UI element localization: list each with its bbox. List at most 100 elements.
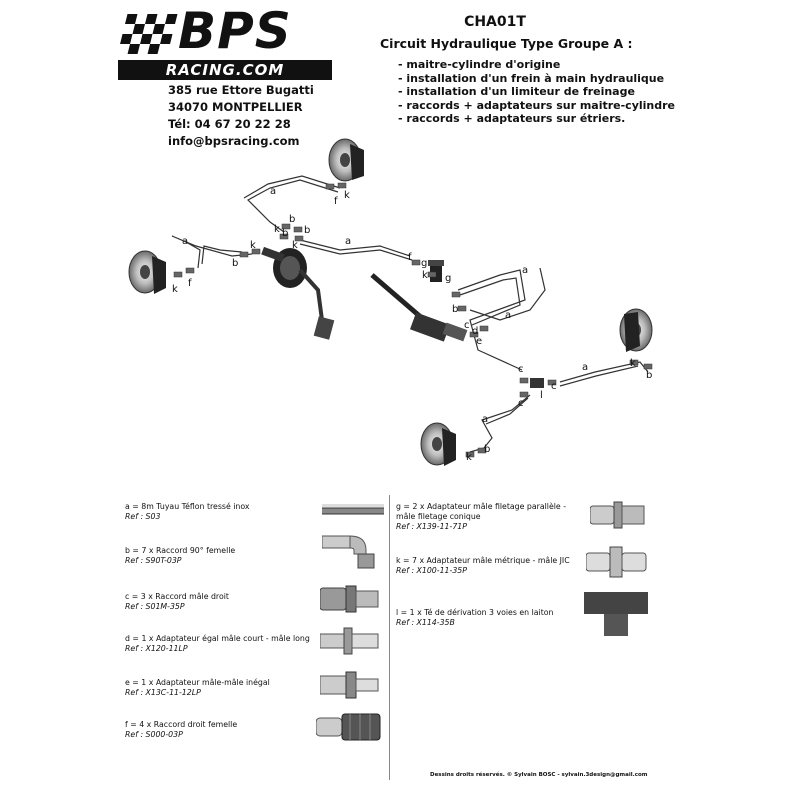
address-phone: Tél: 04 67 20 22 28 (168, 117, 291, 131)
legend-ref: Ref : S03 (125, 512, 161, 521)
brake-line (299, 239, 411, 257)
legend-item-d: d = 1 x Adaptateur égal mâle court - mâl… (125, 634, 310, 654)
tee-fitting (530, 378, 544, 388)
legend-ref: Ref : X120-11LP (125, 644, 188, 653)
brass-tee-part (584, 592, 648, 636)
legend-desc: f = 4 x Raccord droit femelle (125, 720, 238, 729)
diagram-label: k (422, 270, 428, 281)
feature-item: - raccords + adaptateurs sur étriers. (398, 112, 626, 125)
address-city: 34070 MONTPELLIER (168, 100, 303, 114)
legend-item-a: a = 8m Tuyau Téflon tressé inox Ref : S0… (125, 502, 250, 522)
diagram-label: b (289, 214, 295, 225)
brake-line (201, 245, 243, 265)
diagram-label: b (304, 225, 310, 236)
feature-item: - installation d'un limiteur de freinage (398, 85, 635, 98)
checkered-flag-icon (120, 14, 178, 54)
brake-limiter (428, 260, 444, 282)
brake-disc-front-left (128, 250, 166, 294)
legend-item-b: b = 7 x Raccord 90° femelle Ref : S90T-0… (125, 546, 235, 566)
feature-item: - maitre-cylindre d'origine (398, 58, 561, 71)
brake-line (459, 277, 521, 326)
diagram-label: d (472, 326, 478, 337)
diagram-label: a (522, 265, 528, 276)
diagram-label: k (292, 240, 298, 251)
unequal-adapter-part (320, 671, 379, 699)
legend-ref: Ref : S000-03P (125, 730, 183, 739)
diagram-label: l (540, 390, 543, 401)
diagram-label: f (408, 252, 412, 263)
hydraulic-circuit-diagram: a k f b b k b k k a b f k a f g g k a b … (128, 138, 653, 466)
legend-item-f: f = 4 x Raccord droit femelle Ref : S000… (125, 720, 237, 740)
straight-male-part (320, 585, 379, 613)
credits-text: Dessins droits réservés. © Sylvain BOSC … (430, 772, 648, 778)
brake-line (457, 269, 526, 371)
diagram-label: e (476, 336, 482, 347)
feature-list: - maitre-cylindre d'origine - installati… (398, 58, 675, 126)
diagram-label: b (232, 258, 238, 269)
brake-disc-rear-right (619, 308, 653, 352)
legend-item-k: k = 7 x Adaptateur mâle métrique - mâle … (396, 556, 576, 576)
diagram-label: a (182, 236, 188, 247)
diagram-label: f (334, 196, 338, 207)
diagram-label: a (582, 362, 588, 373)
logo-brand-text: BPS (178, 2, 292, 60)
brake-line (171, 235, 253, 269)
diagram-label: k (172, 284, 178, 295)
legend-desc: d = 1 x Adaptateur égal mâle court - mâl… (125, 634, 310, 643)
hydraulic-handbrake (370, 273, 468, 342)
diagram-label: k (466, 452, 472, 463)
diagram-label: c (518, 398, 524, 409)
metric-jic-adapter-part (586, 546, 647, 578)
legend-divider (389, 495, 390, 780)
bps-racing-logo: BPS RACING.COM (118, 2, 332, 80)
address-street: 385 rue Ettore Bugatti (168, 83, 314, 97)
diagram-label: c (518, 364, 524, 375)
legend-desc: b = 7 x Raccord 90° femelle (125, 546, 236, 555)
legend-item-l: l = 1 x Té de dérivation 3 voies en lait… (396, 608, 576, 628)
legend-desc: g = 2 x Adaptateur mâle filetage parallè… (396, 502, 567, 521)
legend-ref: Ref : X13C-11-12LP (125, 688, 201, 697)
diagram-label: g (421, 258, 427, 269)
address-email: info@bpsracing.com (168, 134, 300, 148)
legend-desc: k = 7 x Adaptateur mâle métrique - mâle … (396, 556, 570, 565)
kit-code: CHA01T (464, 14, 526, 30)
legend-ref: Ref : S01M-35P (125, 602, 185, 611)
diagram-label: b (452, 304, 458, 315)
diagram-label: b (282, 228, 288, 239)
straight-female-part (316, 713, 381, 741)
diagram-label: k (274, 224, 280, 235)
fitting-90-part (322, 535, 375, 569)
master-cylinder-pedal (261, 246, 335, 340)
legend-ref: Ref : X100-11-35P (396, 566, 467, 575)
diagram-label: k (630, 358, 636, 369)
diagram-label: b (484, 444, 490, 455)
brake-line (243, 175, 341, 199)
brake-line (559, 365, 639, 387)
brake-line (299, 243, 413, 261)
legend-ref: Ref : S90T-03P (125, 556, 182, 565)
legend-item-g: g = 2 x Adaptateur mâle filetage parallè… (396, 502, 576, 532)
diagram-label: c (551, 381, 557, 392)
equal-adapter-part (320, 627, 379, 655)
logo-site-text: RACING.COM (118, 60, 332, 80)
diagram-label: a (482, 414, 488, 425)
diagram-label: f (188, 278, 192, 289)
brake-disc-rear-left (420, 422, 456, 466)
diagram-label: a (505, 310, 511, 321)
brake-line (469, 267, 546, 321)
legend-desc: a = 8m Tuyau Téflon tressé inox (125, 502, 250, 511)
legend-desc: l = 1 x Té de dérivation 3 voies en lait… (396, 608, 554, 617)
legend-desc: e = 1 x Adaptateur mâle-mâle inégal (125, 678, 270, 687)
diagram-label: b (646, 370, 652, 381)
legend-ref: Ref : X139-11-71P (396, 522, 467, 531)
diagram-label: a (345, 236, 351, 247)
brake-disc-front-right (328, 138, 364, 182)
diagram-label: k (250, 240, 256, 251)
feature-item: - installation d'un frein à main hydraul… (398, 71, 665, 85)
kit-subtitle: Circuit Hydraulique Type Groupe A : (380, 36, 633, 51)
feature-item: - raccords + adaptateurs sur maitre-cyli… (398, 98, 676, 112)
legend-desc: c = 3 x Raccord mâle droit (125, 592, 229, 601)
diagram-label: c (464, 320, 470, 331)
legend-item-c: c = 3 x Raccord mâle droit Ref : S01M-35… (125, 592, 229, 612)
brake-line (247, 179, 339, 233)
